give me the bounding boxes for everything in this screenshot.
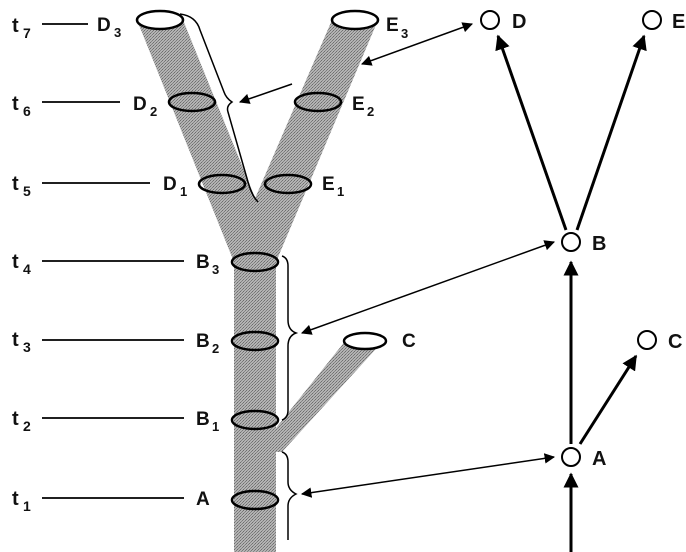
time-axis: t 7 t 6 t 5 t 4 t 3 t 2 t	[12, 15, 184, 514]
ring-d1	[197, 173, 247, 195]
time-label-t3: t 3	[12, 329, 184, 355]
brace-a	[281, 451, 298, 540]
svg-text:1: 1	[180, 184, 187, 199]
tree-label-b: B	[592, 233, 606, 255]
phylogenetic-tree: D E B C A	[480, 10, 685, 552]
label-e2: E	[352, 94, 365, 115]
brace-b	[281, 255, 299, 421]
label-d3: D	[97, 15, 111, 36]
lineage-tube	[137, 20, 384, 552]
fork-segment	[234, 208, 276, 262]
svg-text:3: 3	[212, 262, 219, 277]
ring-b2	[230, 330, 280, 352]
tree-label-a: A	[592, 448, 606, 470]
edge-b-e	[575, 34, 647, 231]
time-label-t7: t 7	[12, 15, 88, 41]
braces	[179, 13, 299, 540]
tube-node-labels: D 3 E 3 D 2 E 2 D 1 E 1 B 3 B 2 C B 1 A	[97, 15, 416, 510]
label-e3: E	[386, 15, 399, 36]
label-c-tube: C	[402, 331, 416, 352]
ring-c	[342, 331, 388, 351]
time-label-t1: t 1	[12, 488, 184, 514]
time-label-t2: t 2	[12, 408, 184, 434]
arrow-a	[300, 453, 556, 498]
tree-label-e: E	[672, 11, 685, 33]
ring-d2	[167, 91, 217, 113]
svg-text:2: 2	[23, 418, 31, 434]
svg-text:2: 2	[367, 104, 374, 119]
svg-text:5: 5	[23, 183, 31, 199]
time-label-t5: t 5	[12, 173, 150, 199]
svg-text:t: t	[12, 93, 19, 115]
arrow-b	[301, 240, 555, 335]
time-label-t6: t 6	[12, 93, 120, 119]
svg-text:6: 6	[23, 103, 31, 119]
ring-b1	[230, 409, 280, 431]
tree-node-c	[637, 330, 657, 350]
label-d2: D	[133, 94, 147, 115]
ring-e2	[293, 91, 343, 113]
label-a-tube: A	[196, 489, 210, 510]
tree-node-e	[642, 10, 662, 30]
ring-a	[230, 489, 280, 511]
svg-text:2: 2	[150, 104, 157, 119]
arrow-brace-d	[239, 83, 293, 104]
svg-text:3: 3	[114, 25, 121, 40]
ring-e1	[263, 173, 313, 195]
branch-c	[272, 340, 384, 452]
tree-label-d: D	[512, 11, 526, 33]
branch-e	[250, 20, 378, 262]
arrow-e3-d	[361, 22, 473, 66]
brace-d	[179, 13, 259, 203]
svg-text:1: 1	[337, 184, 344, 199]
svg-text:t: t	[12, 408, 19, 430]
svg-text:1: 1	[212, 419, 219, 434]
label-b3: B	[196, 252, 210, 273]
branch-d	[137, 20, 260, 262]
tree-node-b	[561, 232, 581, 252]
label-b1: B	[196, 409, 210, 430]
ring-d3	[135, 9, 185, 31]
svg-text:t: t	[12, 15, 19, 37]
label-d1: D	[163, 174, 177, 195]
tree-node-d	[480, 10, 500, 30]
trunk-segment	[234, 262, 276, 552]
svg-text:t: t	[12, 251, 19, 273]
tree-node-a	[561, 447, 581, 467]
svg-text:4: 4	[23, 261, 31, 277]
ring-b3	[230, 251, 280, 273]
cross-sections	[135, 9, 388, 511]
svg-text:2: 2	[212, 341, 219, 356]
svg-text:3: 3	[23, 339, 31, 355]
svg-text:t: t	[12, 488, 19, 510]
label-b2: B	[196, 331, 210, 352]
svg-text:t: t	[12, 329, 19, 351]
mapping-arrows	[239, 22, 556, 498]
svg-text:t: t	[12, 173, 19, 195]
time-label-t4: t 4	[12, 251, 184, 277]
edge-a-c	[578, 354, 638, 445]
edge-b-d	[495, 34, 568, 231]
ring-e3	[330, 9, 380, 31]
svg-text:7: 7	[23, 25, 31, 41]
svg-text:3: 3	[401, 26, 408, 41]
tree-label-c: C	[668, 331, 682, 353]
svg-text:1: 1	[23, 498, 31, 514]
label-e1: E	[322, 174, 335, 195]
